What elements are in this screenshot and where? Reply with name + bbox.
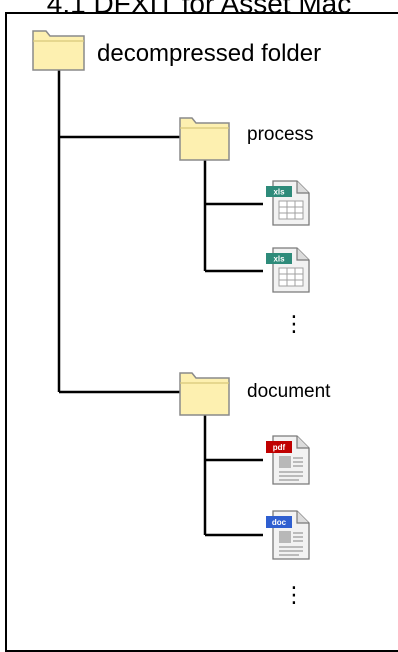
file-badge-label: doc	[272, 518, 287, 527]
tree-connectors: xls xls pdf doc	[32, 30, 310, 560]
file-badge-label: xls	[273, 188, 285, 197]
process-folder-icon	[179, 117, 230, 161]
file-badge-label: xls	[273, 255, 285, 264]
connector-lines	[57, 70, 263, 537]
more-items-ellipsis: ⋮	[283, 583, 305, 608]
spreadsheet-file-icon: xls	[266, 180, 310, 226]
folder-label-document: document	[247, 381, 331, 402]
pdf-file-icon: pdf	[266, 435, 310, 485]
root-folder-icon	[32, 30, 85, 71]
doc-file-icon: doc	[266, 510, 310, 560]
root-folder-label: decompressed folder	[97, 40, 322, 67]
more-items-ellipsis: ⋮	[283, 312, 305, 337]
file-badge-label: pdf	[273, 443, 286, 452]
spreadsheet-file-icon: xls	[266, 247, 310, 293]
document-folder-icon	[179, 372, 230, 416]
folder-label-process: process	[247, 124, 314, 145]
page-title: 4.1 DFXIT for Asset Mac	[46, 0, 352, 19]
